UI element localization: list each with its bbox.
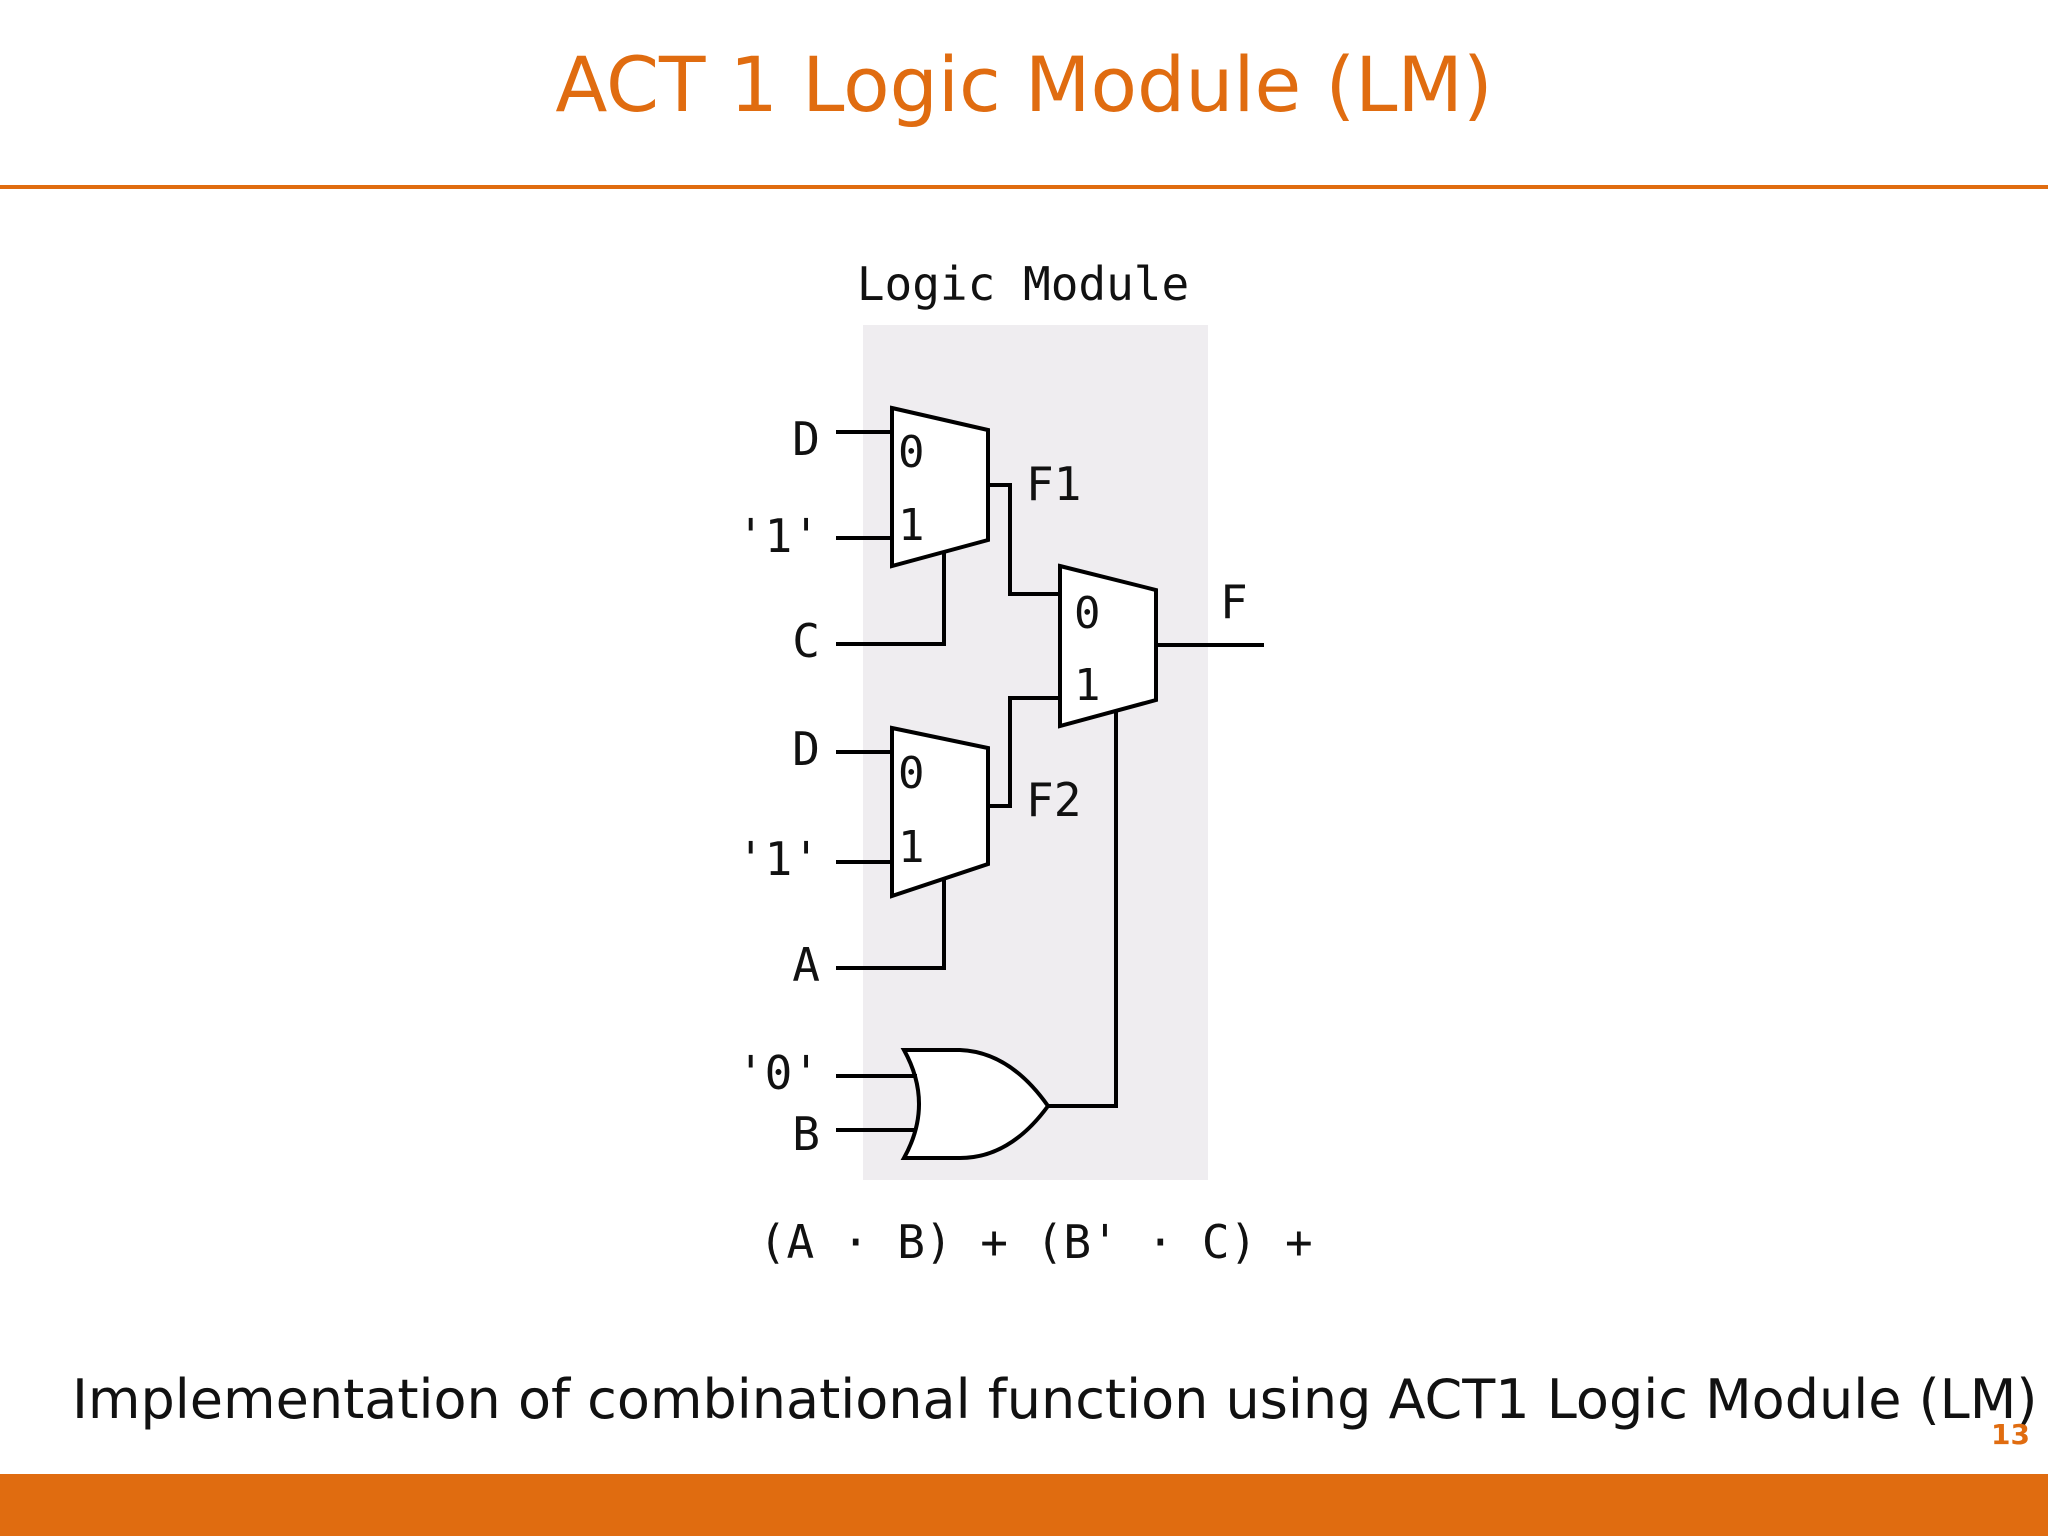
mux2-sel0-label: 0 [898, 748, 925, 799]
or-gate-shape [900, 1048, 1051, 1160]
input-label-b: B [792, 1107, 820, 1161]
page-number: 13 [1991, 1418, 2030, 1451]
mux1-sel1-label: 1 [898, 500, 925, 551]
logic-equation: F = (A · B) + (B' · C) + D [740, 1215, 1320, 1269]
input-label-zero: '0' [740, 1046, 820, 1100]
mux2-sel1-label: 1 [898, 822, 925, 873]
mux1-shape [890, 405, 990, 569]
mux2-sel-wire [836, 878, 946, 970]
module-title: Logic Module [857, 257, 1189, 311]
slide-caption: Implementation of combinational function… [72, 1368, 2038, 1431]
footer-bar [0, 1474, 2048, 1536]
mux3-sel0-label: 0 [1074, 588, 1101, 639]
logic-module-diagram: Logic Module 0 1 0 1 0 1 D '1' C D '1' A… [740, 257, 1320, 1269]
input-label-one1: '1' [740, 509, 820, 563]
net-label-f: F [1220, 575, 1248, 629]
f1-wire [988, 483, 1060, 596]
input-label-d1: D [792, 412, 820, 466]
f2-wire [988, 696, 1060, 808]
slide-title: ACT 1 Logic Module (LM) [555, 40, 1493, 129]
mux3-sel1-label: 1 [1074, 660, 1101, 711]
input-label-c: C [792, 614, 820, 668]
net-label-f2: F2 [1026, 773, 1081, 827]
net-label-f1: F1 [1026, 457, 1081, 511]
mux1-sel0-label: 0 [898, 427, 925, 478]
title-divider [0, 185, 2048, 189]
mux3-sel-wire [1048, 712, 1118, 1108]
input-label-one2: '1' [740, 832, 820, 886]
mux3-shape [1058, 563, 1158, 729]
input-label-a: A [792, 938, 820, 992]
input-label-d2: D [792, 722, 820, 776]
mux1-sel-wire [836, 552, 946, 646]
mux2-shape [890, 725, 990, 899]
